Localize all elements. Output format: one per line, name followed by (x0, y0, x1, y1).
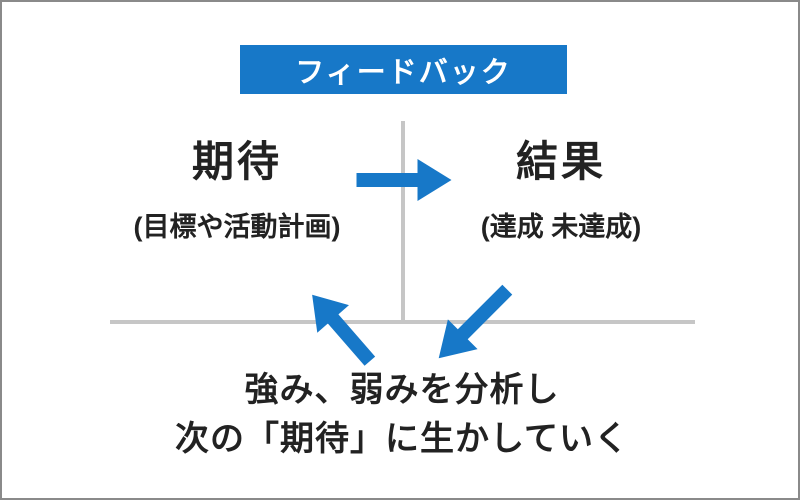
vertical-divider-line (401, 121, 405, 322)
feedback-header-label: フィードバック (295, 56, 512, 89)
arrow-down-left-icon (423, 274, 523, 374)
horizontal-baseline (110, 320, 695, 324)
feedback-header-box: フィードバック (240, 45, 567, 94)
arrow-up-left-icon (291, 278, 391, 378)
expectation-subtitle: (目標や活動計画) (133, 212, 341, 242)
analysis-note-line2: 次の「期待」に生かしていく (175, 420, 629, 458)
result-title: 結果 (515, 138, 606, 185)
analysis-note-line1: 強み、弱みを分析し (244, 371, 560, 409)
expectation-title: 期待 (191, 138, 282, 185)
result-subtitle: (達成 未達成) (480, 212, 642, 242)
analysis-note: 強み、弱みを分析し 次の「期待」に生かしていく (2, 366, 798, 464)
expectation-block: 期待 (目標や活動計画) (72, 138, 402, 247)
result-block: 結果 (達成 未達成) (396, 138, 726, 247)
arrow-right-icon (356, 158, 452, 202)
